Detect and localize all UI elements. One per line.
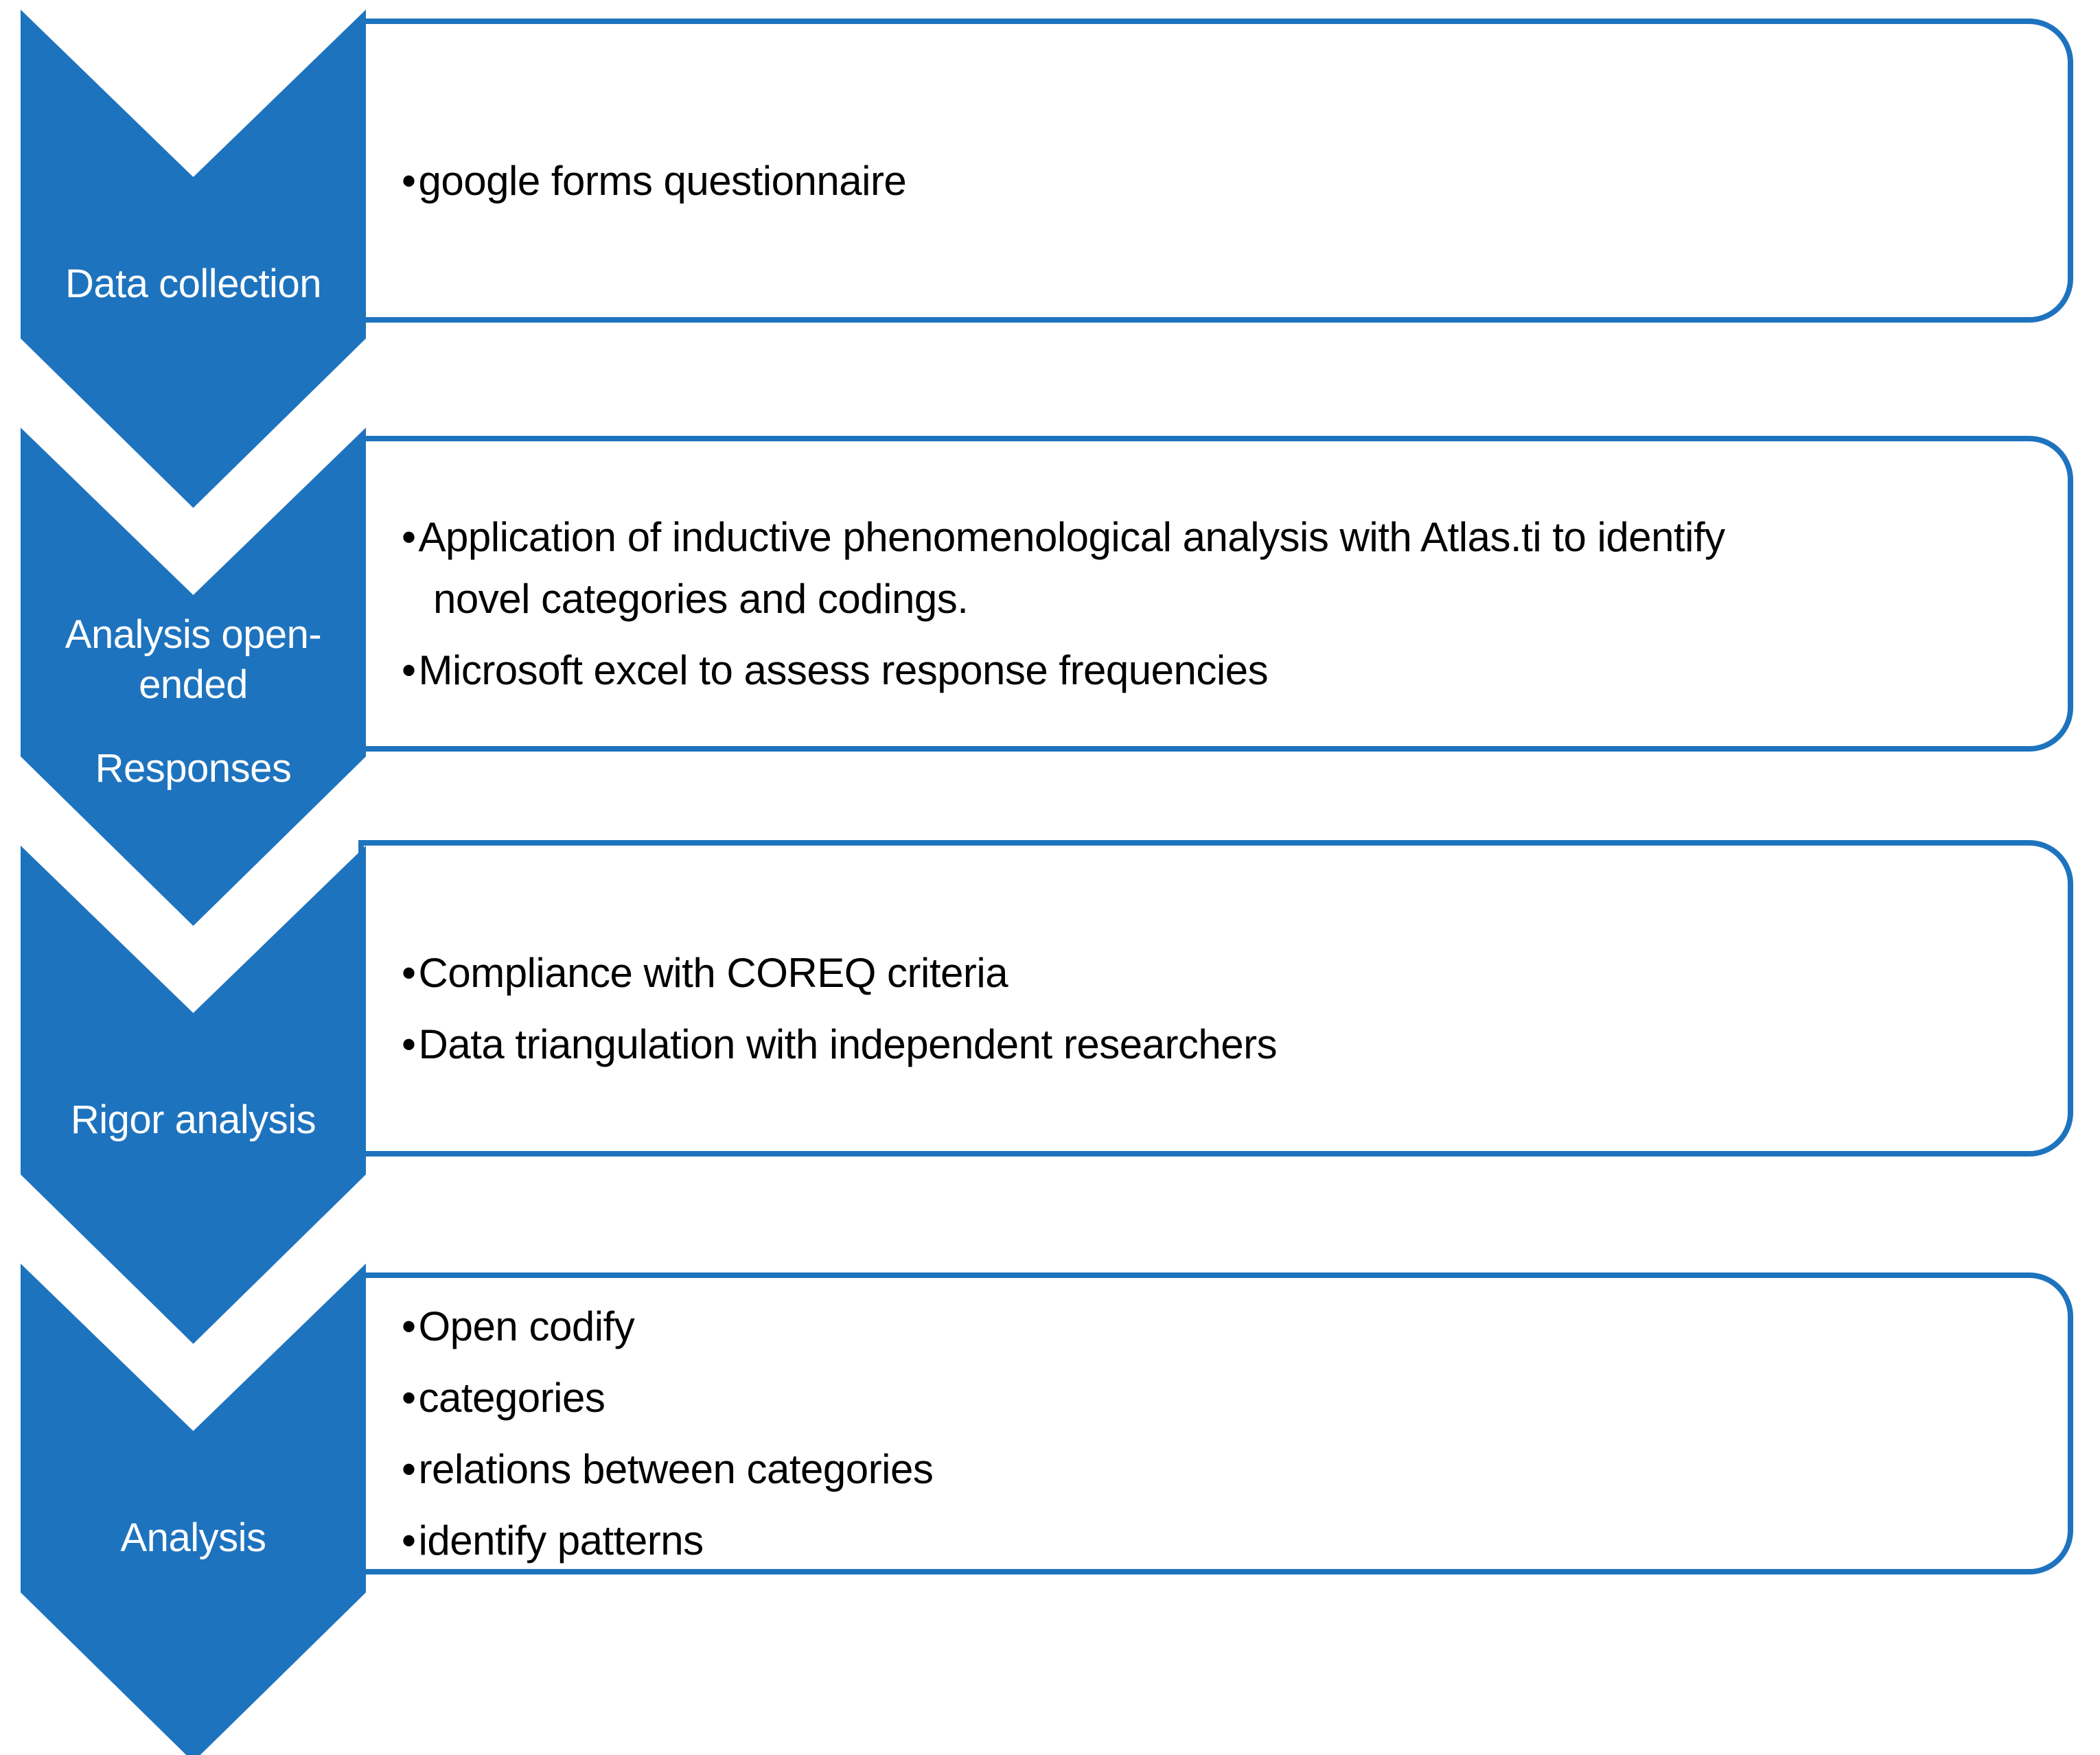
chevron-label-rigor-analysis: Rigor analysis	[27, 983, 359, 1257]
bullet-item: Compliance with COREQ criteria	[402, 942, 2040, 1004]
chevron-label-analysis-open-ended: Analysis open-ended Responses	[27, 565, 359, 839]
detail-box-data-collection: google forms questionnaire	[358, 19, 2073, 323]
detail-box-analysis: Open codify categories relations between…	[358, 1272, 2073, 1574]
stage-label-line: Data collection	[65, 261, 321, 306]
detail-box-analysis-open-ended: Application of inductive phenomenologica…	[358, 436, 2073, 752]
bullet-list-data-collection: google forms questionnaire	[364, 113, 2068, 229]
bullet-item: categories	[402, 1367, 2040, 1429]
chevron-label-analysis: Analysis	[27, 1401, 359, 1675]
bullet-list-rigor-analysis: Compliance with COREQ criteria Data tria…	[364, 905, 2068, 1092]
bullet-list-analysis: Open codify categories relations between…	[364, 1259, 2068, 1588]
stage-label-line: Analysis open-ended	[65, 612, 322, 707]
detail-box-rigor-analysis: Compliance with COREQ criteria Data tria…	[358, 840, 2073, 1157]
bullet-item: Microsoft excel to assess response frequ…	[402, 640, 2040, 701]
bullet-item: identify patterns	[402, 1510, 2040, 1572]
bullet-item: relations between categories	[402, 1439, 2040, 1500]
stage-label-line: Rigor analysis	[70, 1097, 316, 1142]
bullet-item: google forms questionnaire	[402, 150, 2040, 212]
bullet-item: Open codify	[402, 1296, 2040, 1358]
chevron-label-data-collection: Data collection	[27, 147, 359, 421]
chevron-data-collection: Data collection	[21, 10, 366, 508]
stage-label-line: Responses	[95, 746, 292, 791]
bullet-item: Data triangulation with independent rese…	[402, 1014, 2040, 1076]
bullet-item: Application of inductive phenomenologica…	[402, 507, 2040, 630]
stage-label-line: Analysis	[120, 1515, 266, 1560]
bullet-list-analysis-open-ended: Application of inductive phenomenologica…	[364, 469, 2068, 718]
